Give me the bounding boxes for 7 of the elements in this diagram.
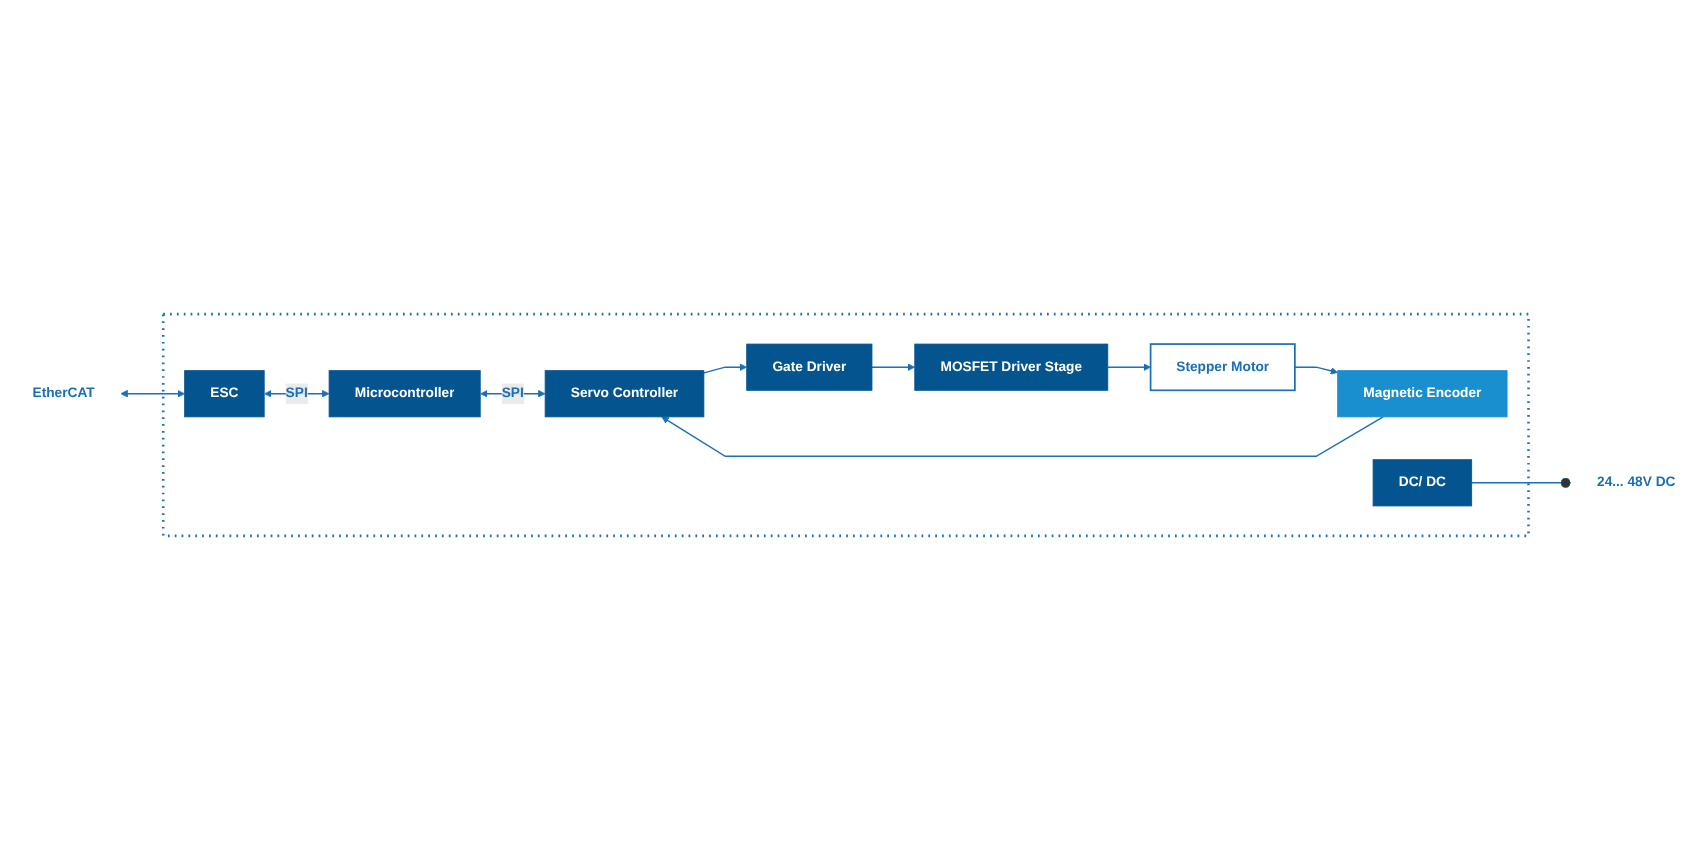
arrow bbox=[661, 416, 1384, 457]
arrow bbox=[1107, 363, 1151, 371]
arrow bbox=[871, 363, 916, 371]
arrow bbox=[703, 363, 748, 374]
arrow bbox=[1294, 366, 1338, 375]
connector bbox=[1471, 477, 1572, 488]
arrow bbox=[120, 389, 185, 398]
